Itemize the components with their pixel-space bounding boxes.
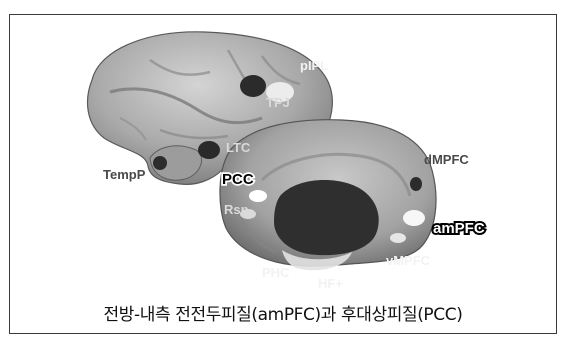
central-dark-region: [274, 180, 379, 255]
tempp-region: [153, 156, 167, 170]
label-tempp: TempP: [103, 167, 146, 182]
label-pcc: PCC: [222, 171, 254, 188]
label-vmpfc: vMPFC: [386, 253, 431, 268]
label-rsp: Rsp: [224, 202, 249, 217]
ltc-region: [198, 141, 220, 159]
label-ltc: LTC: [226, 140, 251, 155]
figure-caption: 전방-내측 전전두피질(amPFC)과 후대상피질(PCC): [9, 300, 557, 325]
vmpfc-region: [390, 233, 406, 243]
ampfc-region: [403, 210, 425, 226]
label-phc: PHC: [262, 265, 290, 280]
pipl-region: [240, 75, 266, 97]
label-tpj: TPJ: [266, 95, 290, 110]
label-dmpfc: dMPFC: [424, 152, 469, 167]
label-hf: HF+: [318, 276, 343, 291]
label-ampfc: amPFC: [433, 220, 485, 237]
medial-hemisphere: [220, 120, 436, 271]
dmpfc-region: [410, 177, 422, 191]
pcc-region: [249, 190, 267, 202]
label-pipl: pIPL: [300, 58, 328, 73]
